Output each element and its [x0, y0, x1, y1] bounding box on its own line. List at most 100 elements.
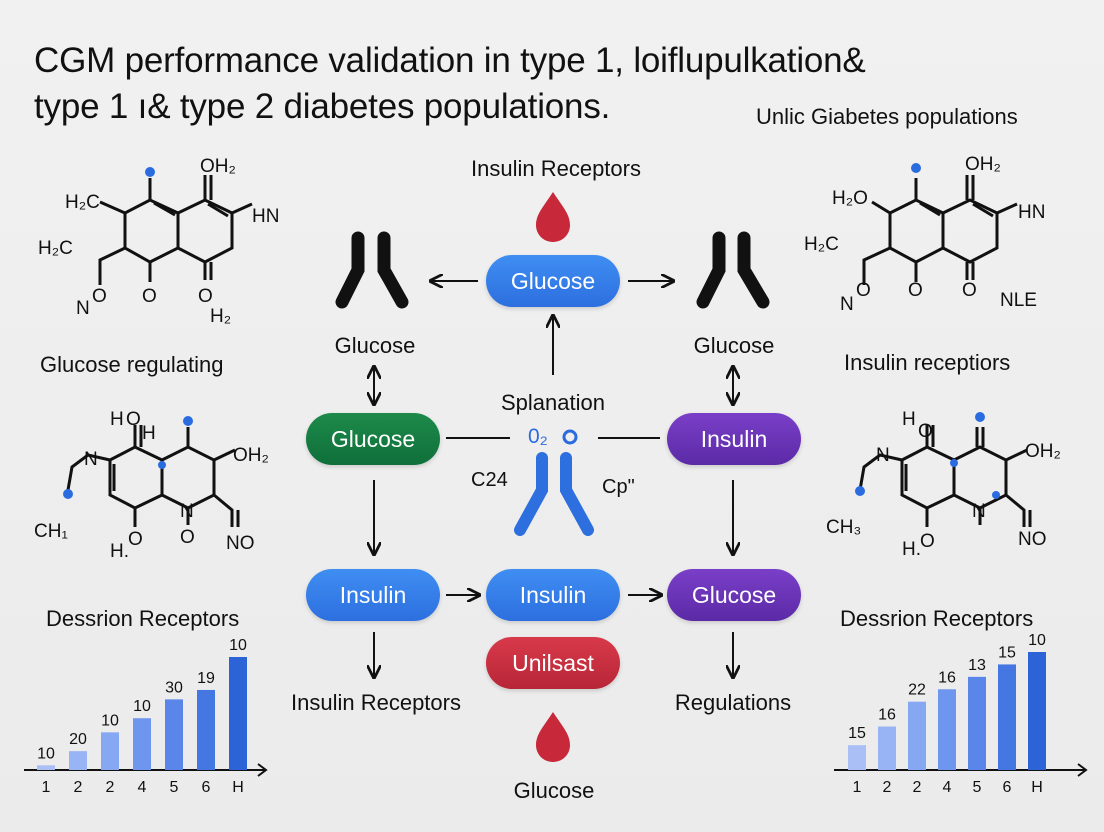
bar — [197, 689, 215, 770]
node-glucose-top: Glucose — [486, 255, 620, 307]
bar — [133, 718, 151, 770]
bar — [69, 751, 87, 770]
bar-data-label: 13 — [968, 657, 986, 674]
x-tick-label: 2 — [913, 779, 922, 796]
svg-text:O: O — [128, 529, 143, 550]
label-c24: C24 — [471, 469, 508, 491]
svg-text:N: N — [76, 298, 90, 319]
bar-data-label: 10 — [1028, 632, 1046, 649]
svg-text:O: O — [918, 421, 933, 442]
molecule-top-right: OH₂ H₂O HN H₂C N O O O NLE — [804, 154, 1045, 315]
page-title: CGM performance validation in type 1, lo… — [34, 38, 866, 130]
bar-data-label: 20 — [69, 731, 87, 748]
x-tick-label: 2 — [74, 779, 83, 796]
blood-drop-icon-top — [536, 192, 570, 242]
svg-text:OH₂: OH₂ — [965, 154, 1001, 175]
bar-data-label: 30 — [165, 679, 183, 696]
label-splanation: Splanation — [501, 390, 605, 415]
x-tick-label: 5 — [170, 779, 179, 796]
bar — [101, 732, 119, 770]
svg-text:H: H — [902, 409, 916, 430]
bar — [878, 726, 896, 770]
x-tick-label: 5 — [973, 779, 982, 796]
receptor-icon-right — [696, 231, 770, 309]
blood-drop-icon-bottom — [536, 712, 570, 762]
svg-text:CH₁: CH₁ — [34, 521, 68, 542]
label-cp: Cp" — [602, 476, 635, 498]
x-axis-arrow — [1077, 763, 1088, 777]
label-regulations: Regulations — [674, 690, 792, 715]
bar-data-label: 10 — [133, 698, 151, 715]
molecule-top-left: OH₂ H₂C HN H₂C N O O O H₂ — [38, 156, 279, 327]
node-insulin-purple: Insulin — [667, 413, 801, 465]
x-tick-label: 2 — [106, 779, 115, 796]
node-glucose-purple: Glucose — [667, 569, 801, 621]
label-insulin-receptors-top: Insulin Receptors — [471, 156, 641, 181]
x-tick-label: H — [232, 779, 244, 796]
x-tick-label: 1 — [853, 779, 862, 796]
svg-text:N: N — [84, 449, 98, 470]
bar-data-label: 10 — [37, 745, 55, 762]
svg-text:HN: HN — [252, 206, 279, 227]
bar — [998, 664, 1016, 770]
node-insulin-left: Insulin — [306, 569, 440, 621]
bar-data-label: 10 — [101, 712, 119, 729]
svg-text:HN: HN — [1018, 202, 1045, 223]
x-axis-arrow — [257, 763, 268, 777]
label-glucose-bottom: Glucose — [513, 778, 595, 803]
svg-text:H.: H. — [902, 539, 921, 560]
title-line-2: type 1 ı& type 2 diabetes populations. — [34, 87, 611, 126]
svg-text:NO: NO — [226, 533, 255, 554]
label-dessrion-right: Dessrion Receptors — [840, 606, 1034, 631]
molecule-mid-right: H O OH₂ N CH₃ O N NO H. — [826, 409, 1061, 560]
bar-data-label: 15 — [848, 725, 866, 742]
svg-text:H₂C: H₂C — [804, 234, 839, 255]
label-glucose-right: Glucose — [693, 333, 775, 358]
svg-text:O: O — [126, 409, 141, 430]
bar — [968, 676, 986, 770]
svg-text:H₂: H₂ — [210, 306, 231, 327]
x-tick-label: 4 — [943, 779, 952, 796]
bar-data-label: 15 — [998, 644, 1016, 661]
bar-data-label: 22 — [908, 682, 926, 699]
x-tick-label: 6 — [202, 779, 211, 796]
svg-text:O: O — [908, 280, 923, 301]
label-glucose-regulating: Glucose regulating — [40, 352, 224, 377]
svg-text:O: O — [180, 527, 195, 548]
bar — [848, 745, 866, 770]
bar — [165, 699, 183, 770]
label-insulin-receptiors: Insulin receptiors — [844, 350, 1011, 375]
bar-data-label: 16 — [878, 707, 896, 724]
svg-text:N: N — [840, 294, 854, 315]
svg-text:O: O — [142, 286, 157, 307]
svg-text:O: O — [856, 280, 871, 301]
svg-text:N: N — [972, 501, 986, 522]
svg-text:O: O — [962, 280, 977, 301]
bar-data-label: 19 — [197, 670, 215, 687]
svg-text:OH₂: OH₂ — [233, 445, 269, 466]
svg-text:O: O — [920, 531, 935, 552]
svg-text:NO: NO — [1018, 529, 1047, 550]
node-insulin-center: Insulin — [486, 569, 620, 621]
title-line-1: CGM performance validation in type 1, lo… — [34, 41, 866, 80]
molecule-dot-icon — [562, 429, 578, 445]
svg-text:O: O — [198, 286, 213, 307]
svg-text:O: O — [92, 286, 107, 307]
bar — [1028, 652, 1046, 770]
label-glucose-left: Glucose — [334, 333, 416, 358]
svg-text:H₂C: H₂C — [65, 192, 100, 213]
x-tick-label: 2 — [883, 779, 892, 796]
label-insulin-receptors-bottom: Insulin Receptors — [291, 690, 461, 715]
svg-text:OH₂: OH₂ — [200, 156, 236, 177]
receptor-icon-center-blue — [514, 452, 594, 536]
svg-text:H.: H. — [110, 541, 129, 562]
bar-data-label: 10 — [229, 637, 247, 654]
molecule-mid-left: H O H OH₂ N CH₁ O N O NO H. — [34, 409, 269, 562]
svg-text:N: N — [180, 501, 194, 522]
label-o2: 0₂ — [528, 425, 548, 448]
x-tick-label: 1 — [42, 779, 51, 796]
node-glucose-green: Glucose — [306, 413, 440, 465]
